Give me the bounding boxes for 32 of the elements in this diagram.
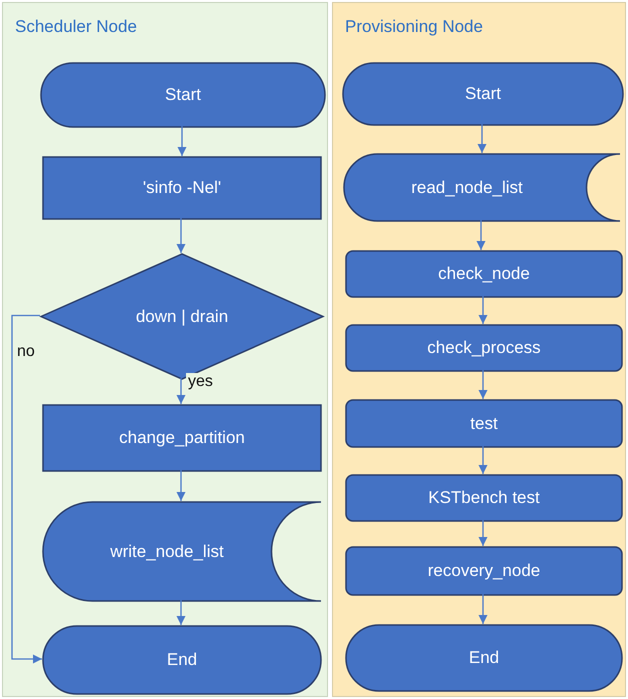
arrow: [11, 314, 42, 664]
arrow: [176, 600, 186, 625]
arrow: [178, 126, 186, 156]
arrow: [478, 594, 488, 624]
step-label: read_node_list: [411, 178, 524, 198]
step-label: check_node: [438, 264, 530, 284]
panel-title: Scheduler Node: [15, 17, 137, 37]
arrow: [176, 470, 186, 501]
step-label: KSTbench test: [428, 488, 540, 508]
arrow: [478, 446, 488, 474]
step-label: 'sinfo -Nel': [142, 178, 222, 198]
step-label: check_process: [427, 338, 541, 358]
step-label: test: [470, 414, 498, 434]
step-label: End: [166, 650, 198, 670]
arrow: [478, 520, 488, 546]
step-label: End: [468, 648, 500, 668]
step-label: Start: [465, 84, 501, 104]
panel-title: Provisioning Node: [345, 17, 483, 37]
step-label: recovery_node: [428, 561, 540, 581]
arrow: [478, 296, 488, 324]
edge-label: yes: [186, 373, 215, 391]
step-label: Start: [165, 85, 201, 105]
swimlane-panel: [2, 2, 328, 697]
arrow: [176, 378, 186, 404]
arrow: [478, 124, 486, 153]
swimlane-panel: [332, 2, 626, 697]
arrow: [478, 370, 488, 399]
arrow: [176, 218, 186, 253]
step-label: change_partition: [119, 428, 245, 448]
arrow: [476, 220, 486, 250]
step-label: write_node_list: [110, 542, 225, 562]
step-label: down | drain: [136, 306, 228, 326]
